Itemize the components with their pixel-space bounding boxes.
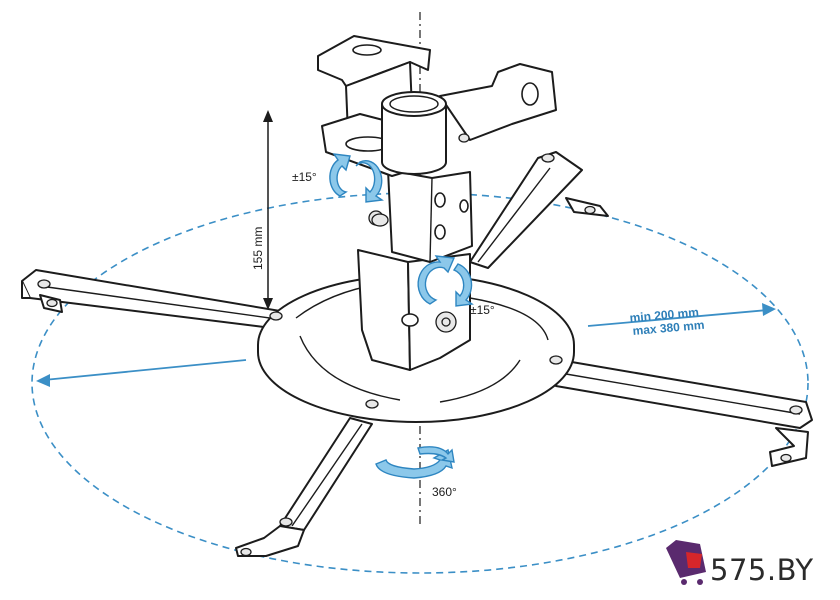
height-dimension	[263, 110, 273, 310]
watermark: 575.BY	[666, 540, 814, 587]
rotation-arrow	[375, 446, 455, 479]
screw	[46, 298, 58, 308]
arm-min-label: min 200 mm	[629, 305, 699, 325]
tilt-top-label: ±15°	[292, 170, 317, 184]
tilt-arrow-side	[417, 255, 474, 307]
center-column	[371, 169, 473, 263]
screw	[541, 153, 555, 163]
reach-arrow-right	[587, 303, 776, 327]
screw	[269, 311, 283, 321]
screw	[789, 405, 803, 415]
ceiling-bracket	[317, 35, 557, 177]
shopping-cart-icon	[666, 540, 706, 585]
watermark-text: 575.BY	[710, 553, 814, 587]
mount-arm-front-right	[555, 359, 813, 467]
reach-arrow-left	[36, 359, 247, 387]
tilt-side-label: ±15°	[470, 303, 495, 317]
screw	[549, 355, 563, 365]
mount-arm-back-right	[469, 151, 609, 269]
rotation-label: 360°	[432, 485, 457, 499]
screw	[371, 213, 389, 227]
screw	[279, 517, 293, 527]
screw	[458, 133, 470, 143]
reach-ellipse	[31, 192, 809, 574]
screw	[584, 205, 596, 215]
screw	[365, 399, 379, 409]
mount-arm-front-left	[235, 417, 373, 557]
arm-max-label: max 380 mm	[632, 318, 705, 338]
mount-arm-left	[21, 269, 293, 331]
screw	[240, 547, 252, 557]
lower-tilt-bracket	[357, 210, 471, 371]
tilt-arrow-top	[329, 153, 384, 203]
height-label: 155 mm	[251, 227, 265, 270]
screw	[37, 279, 51, 289]
screw	[780, 453, 792, 463]
